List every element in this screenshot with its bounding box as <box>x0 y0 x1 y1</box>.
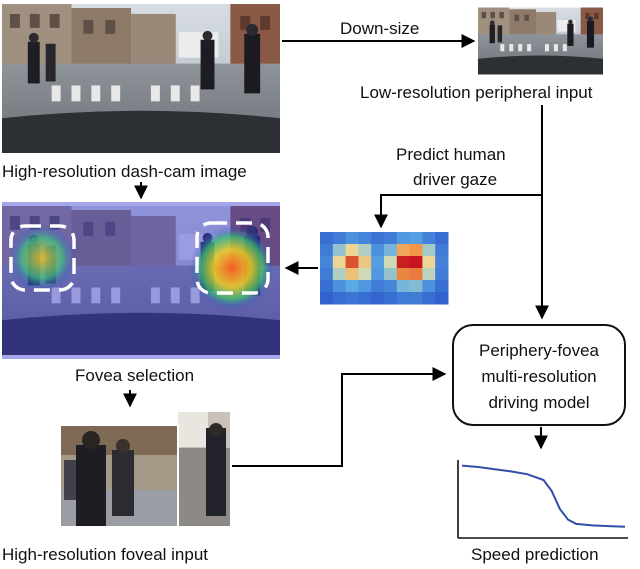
foveal-to-model-arrow <box>232 367 447 467</box>
heatmap-cell <box>371 268 385 281</box>
gaze-heatmap <box>320 232 449 305</box>
heatmap-cell <box>358 256 372 269</box>
heatmap-cell <box>384 244 398 257</box>
heatmap-cell <box>358 292 372 305</box>
heatmap-cell <box>332 232 347 245</box>
heatmap-cell <box>320 268 334 281</box>
heatmap-cell <box>422 268 436 281</box>
heatmap-cell <box>422 232 436 245</box>
heatmap-cell <box>435 256 449 269</box>
heatmap-cell <box>409 280 423 293</box>
predict-gaze-label-line1: Predict human <box>396 145 506 164</box>
heatmap-cell <box>435 292 449 305</box>
arrows <box>123 34 549 467</box>
heatmap-cell <box>345 268 359 281</box>
heatmap-cell <box>345 256 359 269</box>
heatmap-cell <box>409 256 423 269</box>
heatmap-cell <box>396 244 411 257</box>
heatmap-cell <box>345 280 359 293</box>
heatmap-cell <box>320 244 334 257</box>
speed-plot <box>457 460 628 539</box>
heatmap-cell <box>358 232 372 245</box>
heatmap-cell <box>320 232 334 245</box>
heatmap-cell <box>345 232 359 245</box>
heatmap-cell <box>435 232 449 245</box>
driving-model-box <box>452 324 626 426</box>
high-res-image-label: High-resolution dash-cam image <box>2 162 247 181</box>
heatmap-cell <box>345 244 359 257</box>
model-label-line1: Periphery-fovea <box>479 341 600 360</box>
heatmap-cell <box>435 268 449 281</box>
fovea-selection-label: Fovea selection <box>75 366 194 385</box>
low-res-input-label: Low-resolution peripheral input <box>360 83 593 102</box>
speed-curve <box>461 464 626 528</box>
heatmap-cell <box>422 244 436 257</box>
heatmap-cell <box>332 244 347 257</box>
predict-gaze-arrow <box>374 194 542 229</box>
fovea-box-left <box>9 224 76 292</box>
heatmap-cell <box>384 268 398 281</box>
heatmap-cell <box>422 256 436 269</box>
heatmap-cell <box>320 256 334 269</box>
fovea-box-right <box>195 221 270 295</box>
heatmap-cell <box>384 232 398 245</box>
heatmap-cell <box>396 268 411 281</box>
heatmap-cell <box>320 280 334 293</box>
heatmap-cell <box>409 268 423 281</box>
heatmap-cell <box>371 280 385 293</box>
heatmap-cell <box>332 256 347 269</box>
heatmap-cell <box>409 244 423 257</box>
heatmap-cell <box>371 256 385 269</box>
high-res-foveal-input-label: High-resolution foveal input <box>2 545 208 564</box>
heatmap-cell <box>332 268 347 281</box>
heatmap-cell <box>332 292 347 305</box>
heatmap-cell <box>384 280 398 293</box>
heatmap-cell <box>320 292 334 305</box>
heatmap-cell <box>435 280 449 293</box>
foveal-crops <box>59 412 230 528</box>
downsize-label: Down-size <box>340 19 419 38</box>
heatmap-cell <box>435 244 449 257</box>
fovea-overlay-image <box>2 202 280 359</box>
speed-prediction-label: Speed prediction <box>471 545 599 564</box>
predict-gaze-label-line2: driver gaze <box>413 170 497 189</box>
heatmap-cell <box>332 280 347 293</box>
heatmap-cell <box>396 256 411 269</box>
heatmap-cell <box>396 280 411 293</box>
dashcam-image <box>2 4 280 153</box>
heatmap-cell <box>409 232 423 245</box>
heatmap-cell <box>358 244 372 257</box>
heatmap-cell <box>422 292 436 305</box>
heatmap-cell <box>358 280 372 293</box>
heatmap-cell <box>396 232 411 245</box>
model-label-line3: driving model <box>488 393 589 412</box>
heatmap-cell <box>384 256 398 269</box>
heatmap-cell <box>371 232 385 245</box>
model-label-line2: multi-resolution <box>481 367 596 386</box>
heatmap-cell <box>384 292 398 305</box>
heatmap-cell <box>371 244 385 257</box>
heatmap-cell <box>345 292 359 305</box>
heatmap-cell <box>409 292 423 305</box>
peripheral-image <box>478 7 603 75</box>
heatmap-cell <box>371 292 385 305</box>
heatmap-cell <box>422 280 436 293</box>
heatmap-cell <box>358 268 372 281</box>
heatmap-cell <box>396 292 411 305</box>
